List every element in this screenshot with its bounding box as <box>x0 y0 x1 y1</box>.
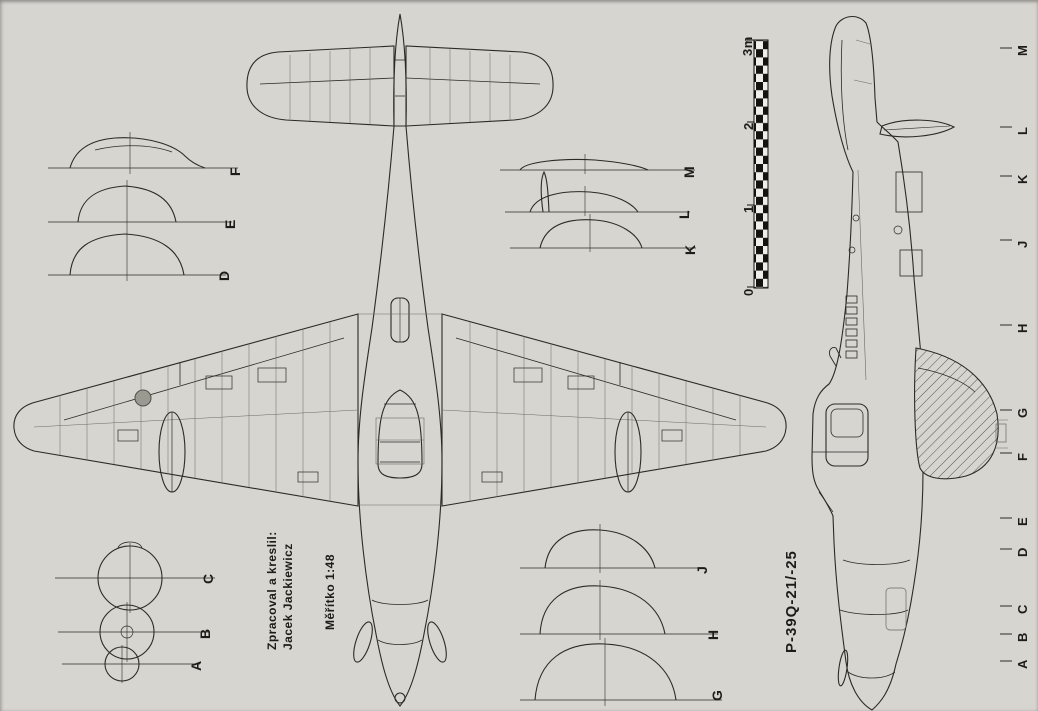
cross-section-G <box>520 638 722 706</box>
cross-section-C <box>55 541 215 613</box>
carb-scoop-side <box>829 347 842 367</box>
section-label-a: A <box>188 660 204 671</box>
cross-section-E <box>48 180 232 228</box>
station-letter-c: C <box>1015 604 1030 614</box>
station-letter-l: L <box>1015 126 1030 135</box>
wing-root-airfoil <box>914 347 999 480</box>
section-label-d: D <box>216 270 232 281</box>
cross-section-F <box>48 132 238 174</box>
station-letter-k: K <box>1015 174 1030 184</box>
tailplane-left <box>246 45 395 127</box>
cross-section-M <box>500 154 695 174</box>
wing-left <box>13 313 359 507</box>
cross-section-H <box>520 580 718 640</box>
section-label-h: H <box>705 629 721 640</box>
cross-section-D <box>48 228 226 281</box>
section-label-e: E <box>222 219 238 229</box>
station-letter-a: A <box>1015 659 1030 669</box>
wing-right <box>441 313 787 507</box>
aircraft-designation: P-39Q-21/-25 <box>783 550 800 653</box>
cross-sections-lower-middle <box>520 524 722 706</box>
cross-section-L <box>505 170 690 216</box>
section-label-l: L <box>676 209 692 219</box>
cross-section-K <box>510 214 696 252</box>
section-label-c: C <box>200 573 216 584</box>
section-label-b: B <box>197 628 213 639</box>
station-letter-d: D <box>1015 547 1030 557</box>
prop-blade-side <box>837 649 849 687</box>
cross-sections-upper-left <box>48 132 238 281</box>
station-letter-m: M <box>1015 44 1030 56</box>
station-letter-e: E <box>1015 516 1030 526</box>
spinner-plan <box>394 692 406 704</box>
canopy-plan <box>377 389 423 479</box>
cross-sections-upper-middle <box>500 154 696 252</box>
cross-sections-lower-left <box>55 541 215 683</box>
station-letter-f: F <box>1015 452 1030 461</box>
cockpit-door <box>825 403 869 467</box>
scale-label-3m: 3m <box>740 36 755 56</box>
cross-section-J <box>520 524 706 573</box>
section-label-f: F <box>227 166 243 176</box>
side-profile-view <box>811 16 1008 711</box>
section-label-m: M <box>681 165 697 178</box>
credit-name: Jacek Jackiewicz <box>281 543 295 650</box>
section-label-k: K <box>682 244 698 255</box>
exhaust-stubs <box>845 295 858 359</box>
prop-blade-right <box>427 621 447 663</box>
cross-section-B <box>58 602 210 662</box>
scale-label-0: 0 <box>741 288 756 296</box>
scale-note: Měřítko 1:48 <box>323 553 337 630</box>
fin-plan <box>393 13 407 127</box>
section-label-j: J <box>694 565 710 574</box>
tailplane-right <box>405 45 554 127</box>
scale-label-1: 1 <box>741 205 756 213</box>
station-letter-h: H <box>1015 323 1030 333</box>
prop-blade-left <box>353 621 373 663</box>
scale-label-2: 2 <box>741 122 756 130</box>
credit-label: Zpracoval a kreslil: <box>265 531 279 650</box>
station-letter-b: B <box>1015 632 1030 642</box>
cross-section-A <box>62 645 200 683</box>
plan-view <box>13 13 787 707</box>
nose-gear-bay <box>885 587 907 631</box>
section-label-g: G <box>709 689 725 701</box>
station-ticks <box>1000 47 1012 662</box>
door-window <box>830 408 864 438</box>
station-letter-j: J <box>1015 240 1030 248</box>
station-letter-g: G <box>1015 407 1030 418</box>
tailplane-side <box>879 119 956 138</box>
fuselage-outline-side <box>811 16 924 711</box>
fuselage-outline-plan <box>357 125 443 707</box>
scale-bar <box>747 39 769 289</box>
wing-marking-dot <box>134 389 152 407</box>
